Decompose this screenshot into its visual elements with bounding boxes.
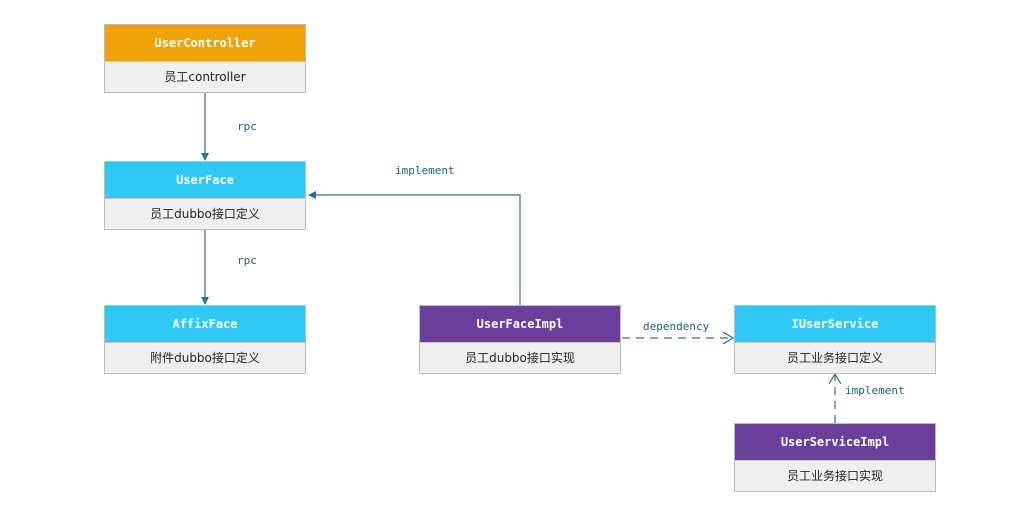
node-description: 员工业务接口实现 — [786, 469, 883, 483]
node-title: UserFaceImpl — [420, 306, 620, 343]
node-description: 员工dubbo接口实现 — [465, 351, 575, 365]
implement-label: implement — [845, 384, 905, 397]
implement-label: implement — [395, 164, 455, 177]
user-face-node[interactable]: UserFace 员工dubbo接口定义 — [104, 161, 306, 230]
node-title: UserServiceImpl — [735, 424, 935, 461]
node-title: UserController — [105, 25, 305, 62]
iuser-service-node[interactable]: IUserService 员工业务接口定义 — [734, 305, 936, 374]
node-title: AffixFace — [105, 306, 305, 343]
affix-face-node[interactable]: AffixFace 附件dubbo接口定义 — [104, 305, 306, 374]
node-title: IUserService — [735, 306, 935, 343]
rpc-label: rpc — [237, 254, 257, 267]
node-description: 附件dubbo接口定义 — [150, 351, 260, 365]
user-face-impl-node[interactable]: UserFaceImpl 员工dubbo接口实现 — [419, 305, 621, 374]
node-description: 员工controller — [164, 70, 246, 84]
node-description: 员工业务接口定义 — [786, 351, 883, 365]
dependency-label: dependency — [643, 320, 710, 333]
rpc-label: rpc — [237, 120, 257, 133]
user-controller-node[interactable]: UserController 员工controller — [104, 24, 306, 93]
node-description: 员工dubbo接口定义 — [150, 207, 260, 221]
user-service-impl-node[interactable]: UserServiceImpl 员工业务接口实现 — [734, 423, 936, 492]
node-title: UserFace — [105, 162, 305, 199]
implement-connector-faceimpl-face — [308, 191, 521, 305]
